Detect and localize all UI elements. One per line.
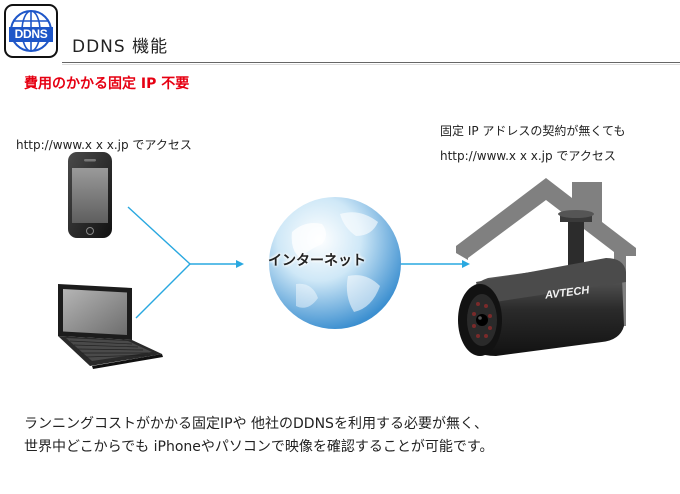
laptop-icon	[58, 284, 163, 369]
arrow-head-to-globe	[236, 260, 244, 268]
internet-label: インターネット	[268, 250, 366, 270]
arrow-head-to-camera	[462, 260, 470, 268]
description-line-2: 世界中どこからでも iPhoneやパソコンで映像を確認することが可能です。	[24, 436, 493, 456]
smartphone-icon	[68, 152, 112, 238]
description-line-1: ランニングコストがかかる固定IPや 他社のDDNSを利用する必要が無く、	[24, 413, 488, 433]
